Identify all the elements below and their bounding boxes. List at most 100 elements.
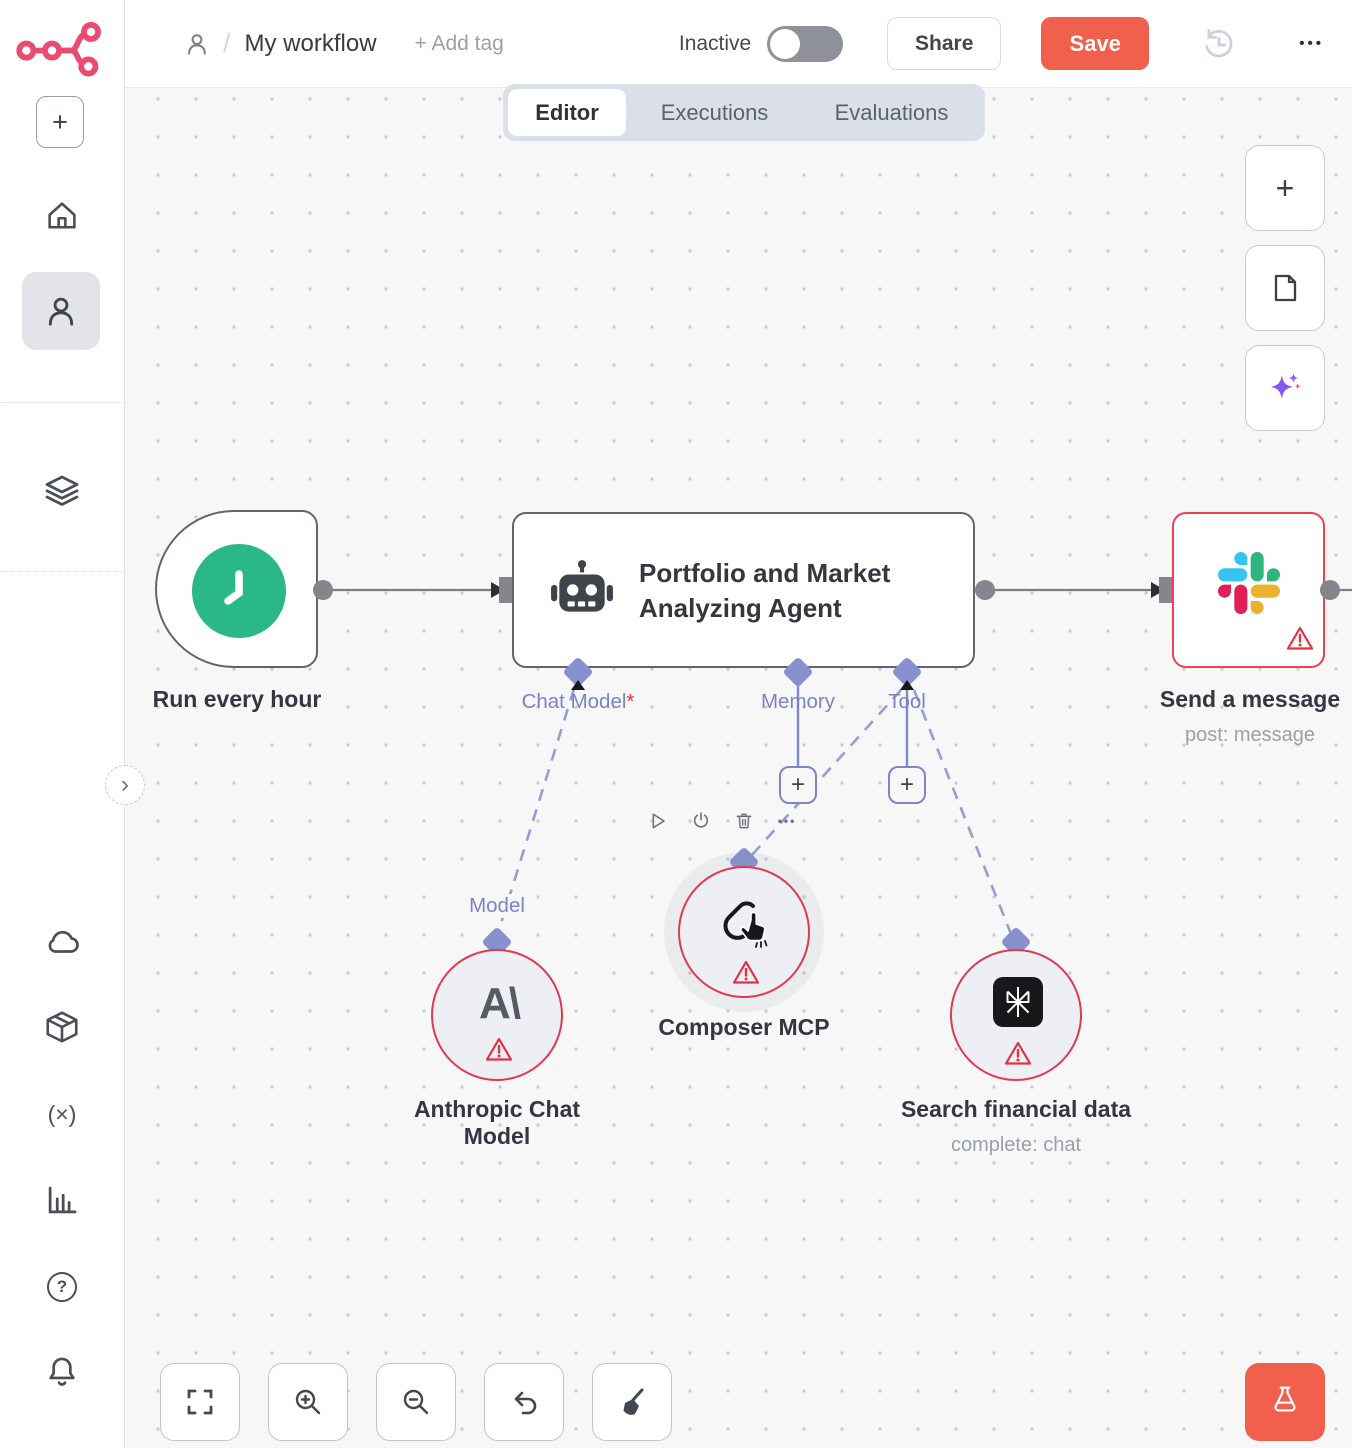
trigger-node-label: Run every hour [152,686,322,712]
ai-assistant-button[interactable] [1245,345,1325,431]
workflow-title[interactable]: My workflow [244,29,377,57]
clock-icon [224,570,243,605]
sidebar-divider [0,402,124,403]
flask-icon [1274,1386,1296,1412]
node-search-financial-data[interactable] [950,949,1082,1081]
sidebar-item-variables[interactable]: (×) [40,1092,84,1136]
sidebar-expand-button[interactable]: › [105,765,145,805]
execute-node-button[interactable] [647,810,669,832]
connection-wires [323,582,1352,935]
warning-icon [1286,626,1314,650]
tab-editor[interactable]: Editor [508,89,626,136]
port-arrow-icon [900,680,914,690]
node-anthropic-chat-model[interactable]: A\ [431,949,563,1081]
agent-title-line1: Portfolio and Market [639,558,891,588]
agent-input-handle[interactable] [499,577,512,603]
port-label-tool: Tool [888,690,926,713]
port-label-memory: Memory [760,690,836,713]
note-icon [1274,274,1297,302]
add-workflow-button[interactable]: + [36,96,84,148]
share-button[interactable]: Share [887,17,1002,70]
required-asterisk: * [626,690,635,713]
zoom-out-button[interactable] [376,1363,456,1441]
header: / My workflow + Add tag Inactive Share S… [125,0,1352,88]
warning-icon [485,1037,513,1061]
trigger-output-handle[interactable] [313,580,333,600]
tab-executions[interactable]: Executions [660,99,769,125]
owner-icon [188,33,206,55]
more-menu-button[interactable]: ••• [1299,35,1324,52]
add-node-button[interactable]: + [1245,145,1325,231]
delete-node-button[interactable] [733,810,755,832]
agent-title-line2: Analyzing Agent [639,593,842,623]
toggle-knob [770,28,801,59]
node-more-button[interactable]: ••• [776,810,798,832]
plus-icon: + [1275,169,1295,206]
slack-output-handle[interactable] [1320,580,1340,600]
sidebar-divider [0,571,124,572]
port-label-chat-model: Chat Model* [508,690,648,714]
sidebar-item-notifications[interactable] [40,1350,84,1394]
play-icon [652,813,665,829]
question-glyph: ? [56,1277,68,1296]
save-button[interactable]: Save [1041,17,1150,70]
add-sticky-note-button[interactable] [1245,245,1325,331]
home-icon [48,202,76,229]
sidebar-item-personal[interactable] [22,272,100,350]
sidebar-item-home[interactable] [40,194,84,238]
whats-new-button[interactable] [1245,1363,1325,1441]
slack-input-handle[interactable] [1159,577,1172,603]
fit-view-icon [187,1389,213,1415]
tab-evaluations[interactable]: Evaluations [834,99,949,125]
agent-node-title: Portfolio and Market Analyzing Agent [639,556,969,626]
add-memory-button[interactable]: + [779,766,817,804]
robot-icon [549,558,615,624]
node-toolbar: ••• [647,810,819,832]
history-icon[interactable] [1201,26,1237,62]
sidebar: + [0,0,125,1448]
layers-icon [45,475,79,506]
chevron-right-icon: › [121,771,129,798]
search-tool-icon [952,977,1084,1027]
trash-icon [736,813,752,829]
breadcrumb-slash: / [223,28,231,58]
active-toggle[interactable] [767,25,844,62]
package-icon [46,1011,78,1043]
agent-output-handle[interactable] [975,580,995,600]
sidebar-item-help[interactable]: ? [40,1265,84,1309]
sidebar-item-cloud[interactable] [40,920,84,964]
bar-chart-icon [48,1186,77,1214]
search-node-subtitle: complete: chat [950,1134,1082,1156]
plus-icon: + [899,771,914,798]
sidebar-item-projects[interactable] [40,470,84,514]
warning-icon [732,960,760,984]
undo-button[interactable] [484,1363,564,1441]
composer-mcp-icon [680,894,812,956]
port-label-model: Model [457,894,537,918]
anthropic-label-line2: Model [463,1123,531,1149]
node-slack[interactable] [1172,512,1325,668]
add-tag-button[interactable]: + Add tag [414,31,504,55]
node-composer-mcp[interactable] [678,866,810,998]
add-tool-button[interactable]: + [888,766,926,804]
zoom-in-icon [295,1389,321,1415]
zoom-out-icon [403,1389,429,1415]
slack-icon [1218,552,1280,614]
power-icon [693,812,709,828]
sidebar-item-insights[interactable] [40,1178,84,1222]
workflow-canvas[interactable]: › Run every hour [105,88,1352,1448]
node-schedule-trigger[interactable] [155,510,318,668]
deactivate-node-button[interactable] [690,810,712,832]
plus-icon: + [790,771,805,798]
sidebar-item-templates[interactable] [40,1005,84,1049]
n8n-logo-icon[interactable] [14,16,106,78]
fit-view-button[interactable] [160,1363,240,1441]
node-ai-agent[interactable]: Portfolio and Market Analyzing Agent [512,512,975,668]
slack-node-label: Send a message [1159,686,1341,712]
tidy-up-button[interactable] [592,1363,672,1441]
composer-node-label: Composer MCP [658,1014,830,1040]
help-icon: ? [47,1272,77,1302]
zoom-in-button[interactable] [268,1363,348,1441]
variables-icon: (×) [47,1100,77,1127]
active-status-label: Inactive [678,31,752,55]
